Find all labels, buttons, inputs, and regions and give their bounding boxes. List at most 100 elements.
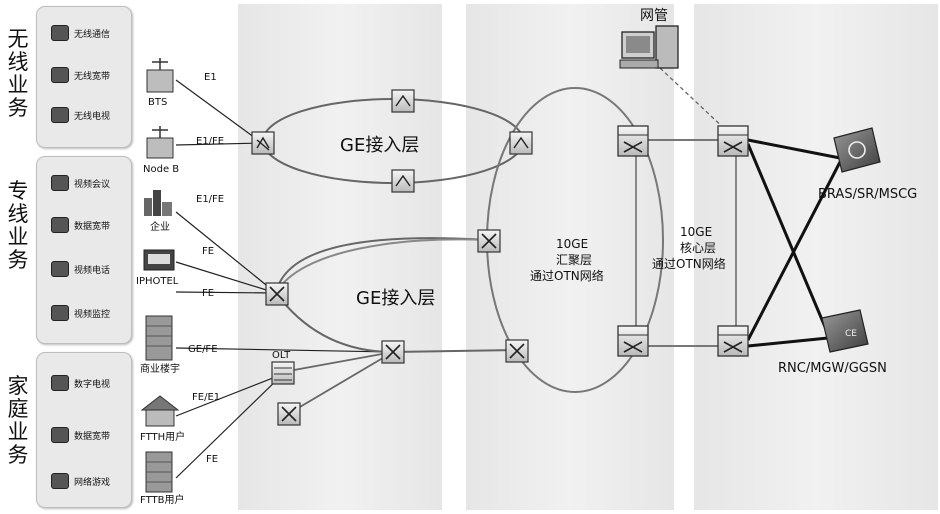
link-hotel-2: [175, 291, 277, 294]
link-label-fe: FE: [202, 246, 214, 257]
nms-label: 网管: [640, 8, 668, 24]
access-switch: [477, 229, 501, 253]
category-label-leased-line: 专线业务: [7, 179, 29, 272]
core-label-layer: 核心层: [680, 241, 716, 255]
link-label-fe: FE: [206, 454, 218, 465]
site-label-enterprise: 企业: [150, 220, 170, 233]
aggregation-router: [617, 125, 649, 157]
category-label-wireless: 无线业务: [7, 27, 29, 120]
access-links: [175, 79, 394, 479]
service-item: 无线电视: [51, 105, 110, 125]
service-item: 数字电视: [51, 373, 110, 393]
link-label-e1: E1: [204, 72, 217, 83]
core-router: [717, 325, 749, 357]
category-label-home: 家庭业务: [7, 374, 29, 467]
link-core-bottom-rnc: [747, 336, 829, 348]
link-label-fe: FE: [202, 288, 214, 299]
service-box-wireless: 无线通信 无线宽带 无线电视: [36, 6, 132, 148]
core-label-otn: 通过OTN网络: [652, 256, 726, 271]
office-building-icon: [145, 315, 173, 361]
access-switch: [509, 131, 533, 155]
svg-text:CE: CE: [845, 329, 857, 339]
core-label-rate: 10GE: [680, 225, 712, 239]
computer-icon: [51, 427, 69, 443]
link-core-top-bras: [747, 138, 841, 160]
access-switch: [391, 89, 415, 113]
video-conference-icon: [51, 175, 69, 191]
bras-server-icon: [833, 127, 881, 173]
link-core-bottom-bras: [746, 161, 842, 341]
core-layer-band: [694, 4, 938, 510]
apartment-building-icon: [145, 451, 173, 493]
service-item: 网络游戏: [51, 471, 110, 491]
tv-icon: [51, 107, 69, 123]
service-box-home: 数字电视 数据宽带 网络游戏: [36, 352, 132, 508]
link-olt-lower: [287, 351, 394, 415]
tv-icon: [51, 375, 69, 391]
olt-device: [271, 361, 295, 385]
hotel-icon: [143, 249, 175, 271]
gamepad-icon: [51, 473, 69, 489]
link-label-e1fe: E1/FE: [196, 136, 224, 147]
aggregation-label-layer: 汇聚层: [556, 253, 592, 267]
access-switch: [251, 131, 275, 155]
access-switch: [381, 340, 405, 364]
link-ftth: [175, 373, 284, 417]
service-item: 无线宽带: [51, 65, 110, 85]
bts-tower-icon: [146, 58, 174, 93]
service-item: 视频会议: [51, 173, 110, 193]
site-label-building: 商业楼宇: [140, 362, 180, 375]
service-item: 数据宽带: [51, 425, 110, 445]
server-label-rnc: RNC/MGW/GGSN: [778, 361, 887, 376]
access-switch: [277, 402, 301, 426]
nms-computer-icon: [619, 25, 679, 69]
service-item: 视频电话: [51, 259, 110, 279]
site-label-bts: BTS: [148, 97, 167, 108]
site-label-fttb: FTTB用户: [140, 493, 184, 506]
link-fttb: [175, 373, 284, 479]
link-label-e1fe: E1/FE: [196, 194, 224, 205]
house-icon: [140, 395, 180, 427]
access-layer-band: [238, 4, 442, 510]
site-label-hotel: IPHOTEL: [136, 276, 179, 287]
site-label-ftth: FTTH用户: [140, 430, 185, 443]
server-label-bras: BRAS/SR/MSCG: [818, 187, 917, 202]
link-label-gefe: GE/FE: [188, 344, 218, 355]
ring-label-ge-top: GE接入层: [340, 135, 419, 156]
camera-icon: [51, 305, 69, 321]
link-nms: [659, 67, 729, 133]
service-item: 视频监控: [51, 303, 110, 323]
site-label-nodeb: Node B: [143, 164, 179, 175]
video-phone-icon: [51, 261, 69, 277]
phone-icon: [51, 25, 69, 41]
link-label-fee1: FE/E1: [192, 392, 220, 403]
link-core-top-rnc: [746, 143, 830, 335]
aggregation-label-rate: 10GE: [556, 237, 588, 251]
rnc-server-icon: CE: [821, 309, 869, 353]
access-switch: [505, 339, 529, 363]
aggregation-router: [617, 325, 649, 357]
enterprise-building-icon: [144, 190, 172, 216]
core-router: [717, 125, 749, 157]
link-enterprise: [175, 211, 277, 294]
link-hotel: [175, 261, 277, 294]
service-item: 无线通信: [51, 23, 110, 43]
aggregation-label-otn: 通过OTN网络: [530, 268, 604, 283]
link-bts: [175, 79, 263, 144]
nodeb-tower-icon: [146, 126, 174, 159]
ring-label-ge-bottom: GE接入层: [356, 288, 435, 309]
link-olt-switch: [282, 351, 394, 373]
service-box-leased-line: 视频会议 数据宽带 视频电话 视频监控: [36, 156, 132, 344]
service-item: 数据宽带: [51, 215, 110, 235]
ge-ring-bottom-upper: [275, 238, 489, 294]
access-switch: [265, 282, 289, 306]
access-switch: [391, 169, 415, 193]
modem-icon: [51, 67, 69, 83]
computer-icon: [51, 217, 69, 233]
link-building: [175, 347, 394, 353]
core-server-links: [746, 138, 842, 348]
link-nodeb: [175, 142, 263, 146]
olt-label: OLT: [272, 350, 291, 361]
